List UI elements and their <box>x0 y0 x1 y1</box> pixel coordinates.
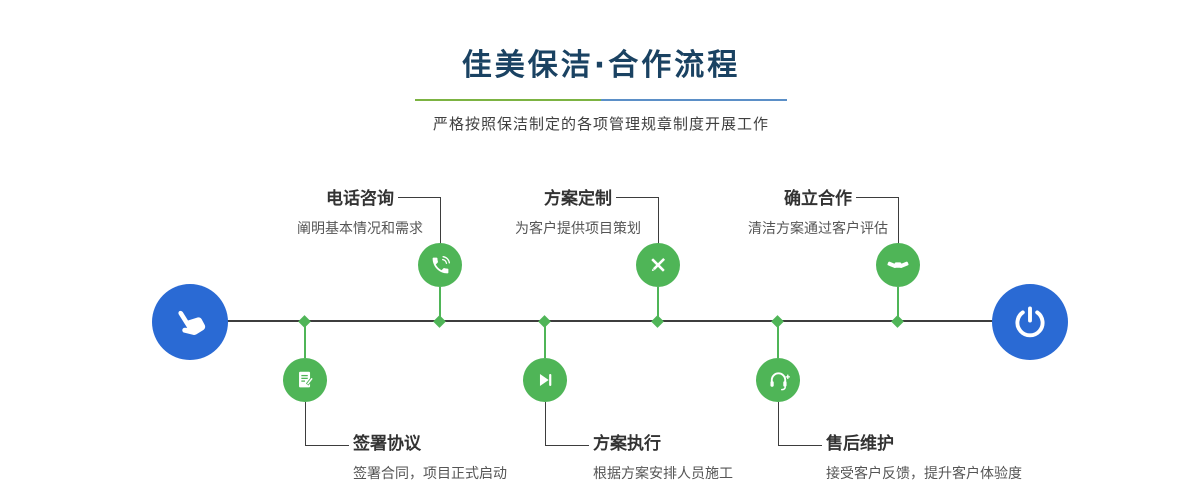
divider-green-segment <box>415 99 601 101</box>
step-title: 签署协议 <box>353 434 421 454</box>
step-desc: 阐明基本情况和需求 <box>297 221 423 237</box>
label-connector <box>778 445 822 446</box>
step-desc: 为客户提供项目策划 <box>515 221 641 237</box>
play-icon <box>539 374 552 386</box>
label-connector <box>778 402 779 446</box>
step-node-sign-agreement <box>283 358 327 402</box>
label-connector <box>856 197 898 198</box>
phone-icon <box>432 255 450 273</box>
stem-connector <box>777 323 779 358</box>
divider-blue-segment <box>601 99 787 101</box>
step-label-sign-agreement: 签署协议 签署合同，项目正式启动 <box>353 429 507 483</box>
step-label-phone-consult: 电话咨询 阐明基本情况和需求 <box>250 184 470 238</box>
stem-connector <box>439 287 441 320</box>
step-node-phone-consult <box>418 243 462 287</box>
stem-connector <box>657 287 659 320</box>
page-title: 佳美保洁·合作流程 <box>461 48 741 83</box>
design-tools-icon <box>651 258 665 272</box>
headset-icon <box>769 371 790 390</box>
timeline-line <box>190 320 1032 322</box>
timeline-start-node <box>152 284 228 360</box>
contract-icon <box>299 371 314 388</box>
step-title: 电话咨询 <box>326 189 394 209</box>
step-desc: 签署合同，项目正式启动 <box>353 466 507 482</box>
title-divider <box>415 99 787 101</box>
label-connector <box>440 197 441 244</box>
step-title: 售后维护 <box>826 434 894 454</box>
step-title: 方案定制 <box>544 189 612 209</box>
stem-connector <box>304 323 306 358</box>
label-connector <box>545 445 589 446</box>
step-label-after-sales: 售后维护 接受客户反馈，提升客户体验度 <box>826 429 1022 483</box>
power-icon <box>1015 306 1045 338</box>
step-node-establish-cooperation <box>876 243 920 287</box>
stem-connector <box>544 323 546 358</box>
step-desc: 根据方案安排人员施工 <box>593 466 733 482</box>
page-subtitle: 严格按照保洁制定的各项管理规章制度开展工作 <box>432 115 769 133</box>
label-connector <box>616 197 658 198</box>
label-connector <box>545 402 546 446</box>
label-connector <box>305 402 306 446</box>
step-label-establish-cooperation: 确立合作 清洁方案通过客户评估 <box>708 184 928 238</box>
handshake-icon <box>887 261 909 268</box>
step-desc: 接受客户反馈，提升客户体验度 <box>826 466 1022 482</box>
label-connector <box>398 197 440 198</box>
step-label-plan-design: 方案定制 为客户提供项目策划 <box>468 184 688 238</box>
stem-connector <box>897 287 899 320</box>
step-node-plan-design <box>636 243 680 287</box>
step-title: 方案执行 <box>593 434 661 454</box>
step-node-plan-execution <box>523 358 567 402</box>
page-header: 佳美保洁·合作流程 严格按照保洁制定的各项管理规章制度开展工作 <box>0 40 1202 134</box>
step-label-plan-execution: 方案执行 根据方案安排人员施工 <box>593 429 733 483</box>
label-connector <box>898 197 899 244</box>
timeline-end-node <box>992 284 1068 360</box>
label-connector <box>305 445 349 446</box>
hand-pointer-icon <box>178 310 206 335</box>
step-node-after-sales <box>756 358 800 402</box>
label-connector <box>658 197 659 244</box>
step-title: 确立合作 <box>784 189 852 209</box>
step-desc: 清洁方案通过客户评估 <box>748 221 888 237</box>
